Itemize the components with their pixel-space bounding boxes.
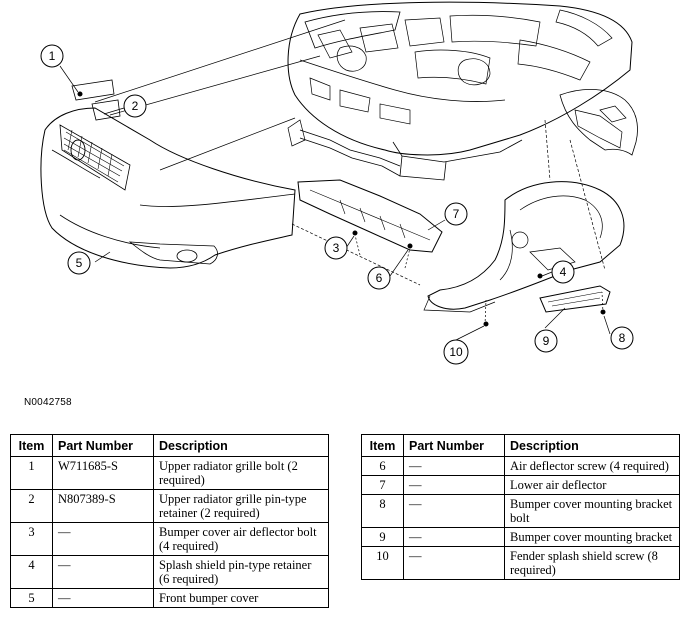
table-row: 5 — Front bumper cover [10,588,329,608]
callout-3-label: 3 [333,241,340,255]
table-header-row: Item Part Number Description [361,434,680,457]
lower-air-deflector [297,179,443,253]
callout-9: 9 [534,329,558,353]
cell-part-number: — [403,546,505,580]
fasteners [77,91,606,327]
header-description: Description [153,434,329,457]
callout-2-label: 2 [132,99,139,113]
table-row: 2 N807389-S Upper radiator grille pin-ty… [10,489,329,523]
cell-part-number: — [403,494,505,528]
table-row: 7 — Lower air deflector [361,475,680,495]
cell-description: Lower air deflector [504,475,680,495]
lead-lines [94,19,606,326]
cell-item: 3 [10,522,53,556]
cell-item: 6 [361,456,404,476]
cell-part-number: N807389-S [52,489,154,523]
callout-leaders [59,65,611,341]
table-row: 1 W711685-S Upper radiator grille bolt (… [10,456,329,490]
header-part-number: Part Number [403,434,505,457]
table-row: 9 — Bumper cover mounting bracket [361,527,680,547]
cell-description: Upper radiator grille bolt (2 required) [153,456,329,490]
cell-item: 2 [10,489,53,523]
cell-description: Fender splash shield screw (8 required) [504,546,680,580]
cell-description: Front bumper cover [153,588,329,608]
engine-bay [287,1,633,181]
callouts: 1 2 3 4 5 6 7 8 9 10 [40,44,634,365]
cell-item: 8 [361,494,404,528]
callout-1-label: 1 [49,49,56,63]
cell-part-number: — [52,522,154,556]
callout-1: 1 [40,44,64,68]
cell-item: 10 [361,546,404,580]
cell-part-number: — [403,475,505,495]
callout-8-label: 8 [619,331,626,345]
mounting-bracket [539,285,611,313]
cell-part-number: — [52,588,154,608]
callout-9-label: 9 [543,334,550,348]
callout-7-label: 7 [453,207,460,221]
cell-item: 4 [10,555,53,589]
callout-4-label: 4 [560,265,567,279]
header-part-number: Part Number [52,434,154,457]
cell-part-number: — [403,456,505,476]
cell-description: Bumper cover mounting bracket bolt [504,494,680,528]
callout-10-label: 10 [449,345,463,359]
cell-part-number: — [403,527,505,547]
table-row: 3 — Bumper cover air deflector bolt (4 r… [10,522,329,556]
cell-description: Bumper cover air deflector bolt (4 requi… [153,522,329,556]
callout-7: 7 [444,202,468,226]
cell-description: Bumper cover mounting bracket [504,527,680,547]
callout-5-label: 5 [76,256,83,270]
header-description: Description [504,434,680,457]
table-row: 8 — Bumper cover mounting bracket bolt [361,494,680,528]
table-header-row: Item Part Number Description [10,434,329,457]
callout-6-label: 6 [376,271,383,285]
cell-part-number: W711685-S [52,456,154,490]
cell-description: Air deflector screw (4 required) [504,456,680,476]
callout-8: 8 [610,326,634,350]
front-bumper-cover [40,79,296,269]
callout-6: 6 [367,266,391,290]
callout-10: 10 [443,339,469,365]
header-item: Item [10,434,53,457]
table-row: 4 — Splash shield pin-type retainer (6 r… [10,555,329,589]
cell-item: 7 [361,475,404,495]
cell-item: 5 [10,588,53,608]
cell-description: Splash shield pin-type retainer (6 requi… [153,555,329,589]
header-item: Item [361,434,404,457]
callout-3: 3 [324,236,348,260]
parts-table-left: Item Part Number Description 1 W711685-S… [10,434,329,608]
cell-item: 1 [10,456,53,490]
splash-shield [423,181,625,313]
table-row: 6 — Air deflector screw (4 required) [361,456,680,476]
exploded-view-diagram: 1 2 3 4 5 6 7 8 9 10 [40,1,638,365]
fender-wheelwell [559,89,638,156]
cell-part-number: — [52,555,154,589]
callout-4: 4 [551,260,575,284]
callout-5: 5 [67,251,91,275]
table-row: 10 — Fender splash shield screw (8 requi… [361,546,680,580]
figure-id: N0042758 [24,397,72,408]
parts-table-right: Item Part Number Description 6 — Air def… [361,434,680,580]
callout-2: 2 [123,94,147,118]
cell-item: 9 [361,527,404,547]
cell-description: Upper radiator grille pin-type retainer … [153,489,329,523]
